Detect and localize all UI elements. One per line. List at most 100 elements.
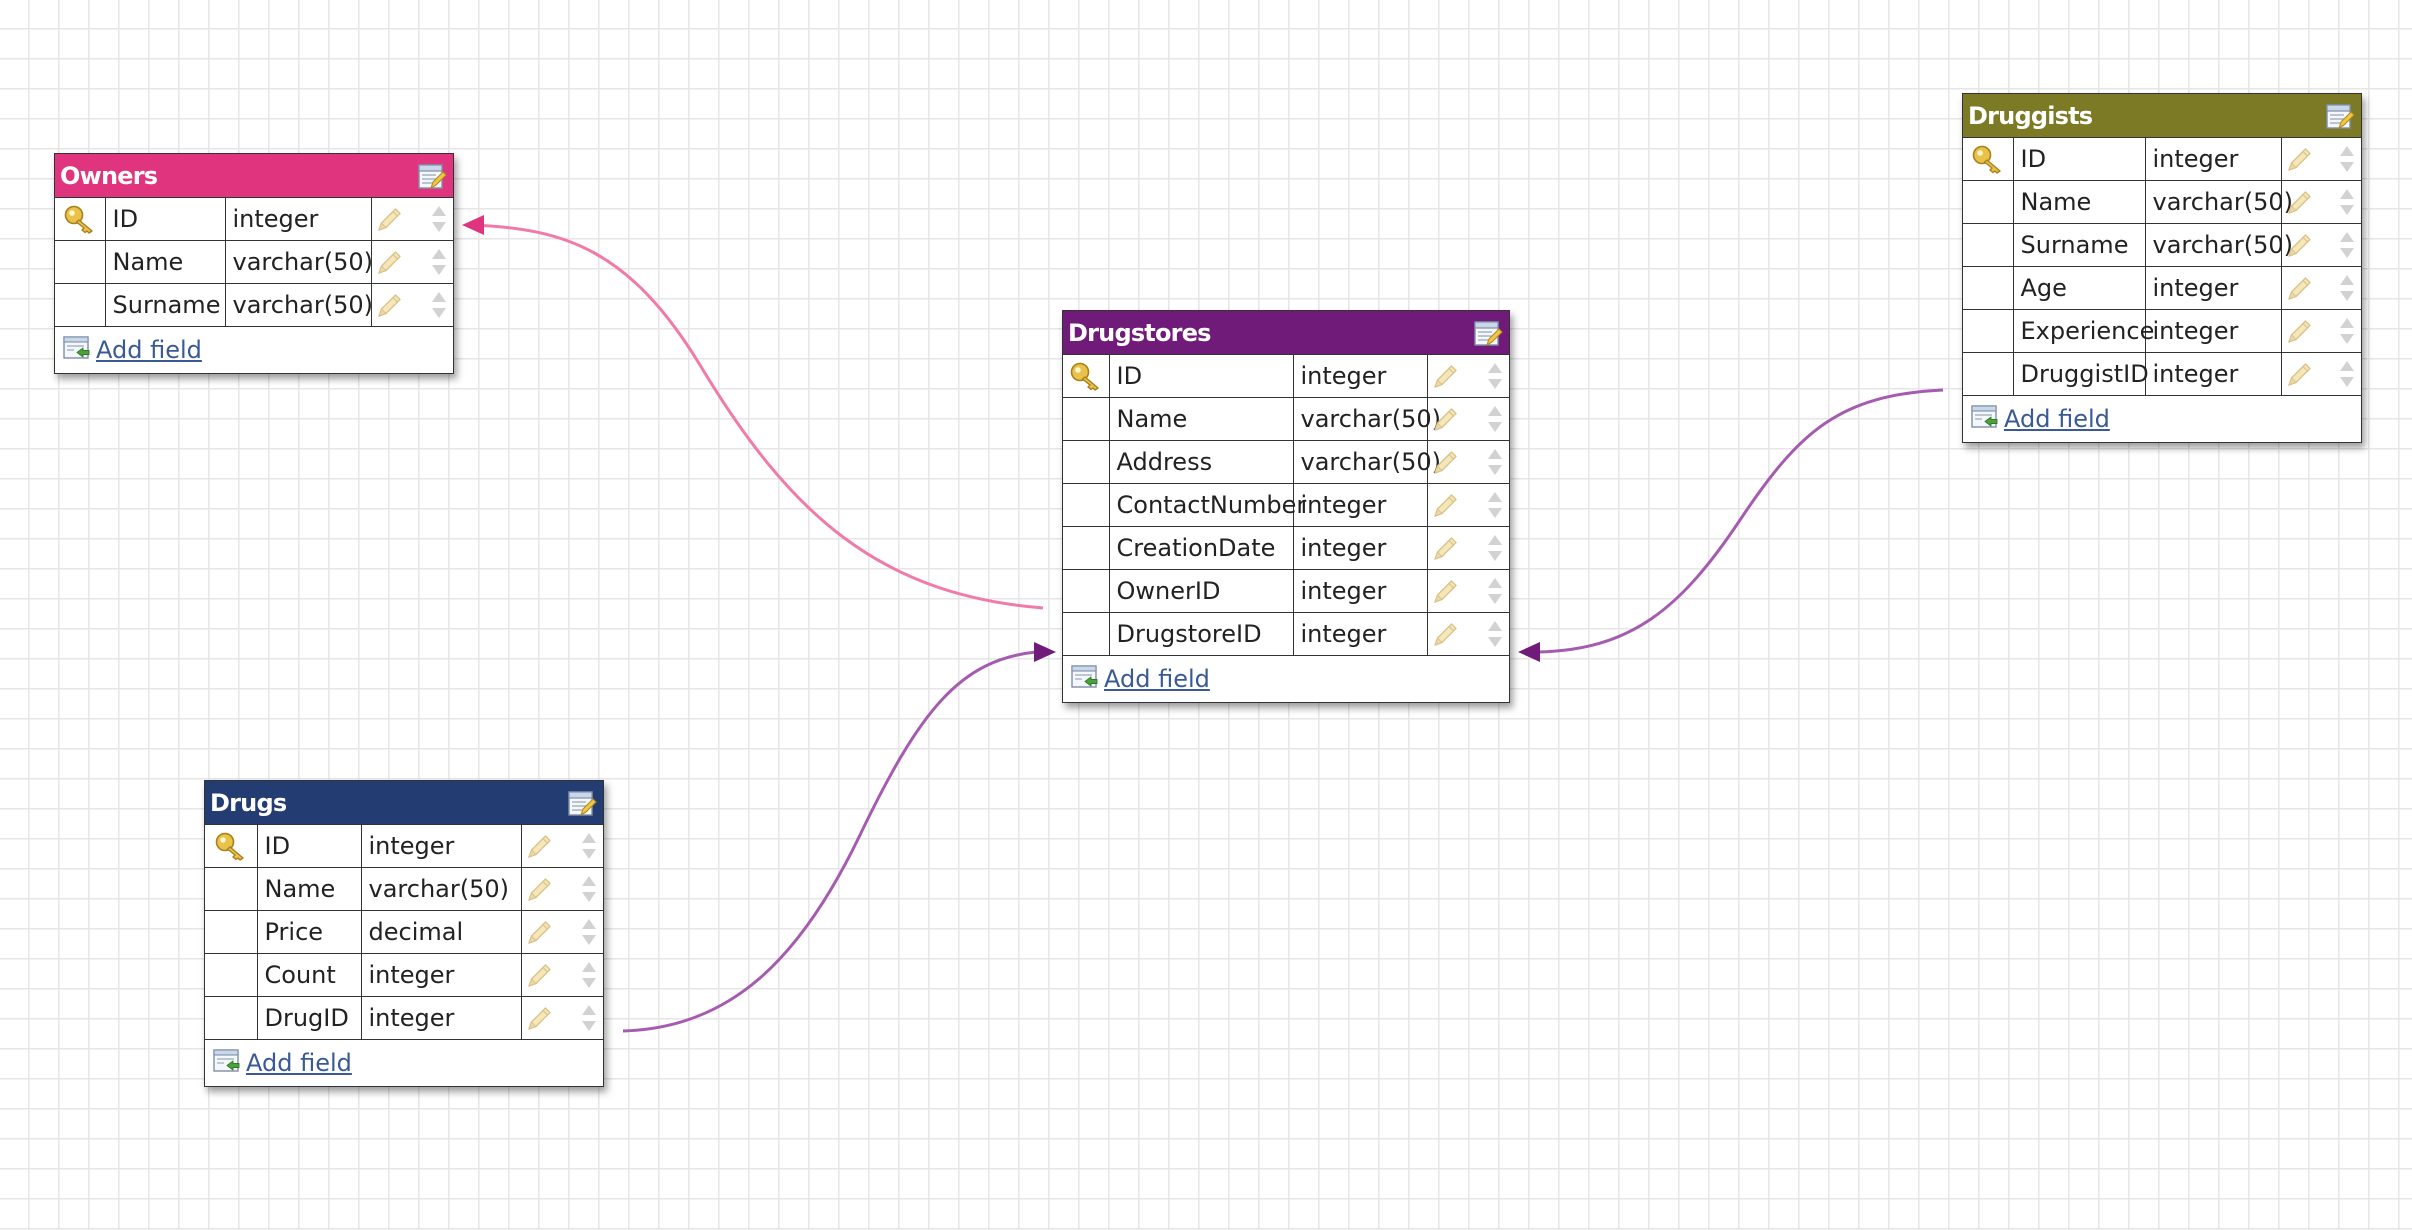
add-field-icon[interactable]: [1970, 404, 2000, 434]
reorder-arrows-icon[interactable]: [1485, 533, 1505, 563]
table-header[interactable]: Druggists: [1963, 94, 2361, 138]
add-field-link[interactable]: Add field: [1104, 665, 1210, 693]
reorder-arrows-icon[interactable]: [1485, 490, 1505, 520]
pencil-icon[interactable]: [2286, 274, 2314, 302]
reorder-arrows-icon[interactable]: [2337, 316, 2357, 346]
add-field-icon[interactable]: [62, 335, 92, 365]
reorder-arrows-icon[interactable]: [579, 874, 599, 904]
reorder-arrows-icon[interactable]: [579, 831, 599, 861]
edit-table-icon[interactable]: [1473, 318, 1503, 348]
field-type: integer: [1292, 355, 1428, 398]
reorder-arrows-icon[interactable]: [1485, 361, 1505, 391]
pencil-icon[interactable]: [1432, 491, 1460, 519]
add-field-icon[interactable]: [1070, 664, 1100, 694]
pencil-icon[interactable]: [526, 832, 554, 860]
reorder-arrows-icon[interactable]: [1485, 576, 1505, 606]
add-field-icon[interactable]: [212, 1048, 242, 1078]
pencil-icon[interactable]: [1432, 448, 1460, 476]
pencil-icon[interactable]: [526, 918, 554, 946]
pencil-icon[interactable]: [2286, 360, 2314, 388]
reorder-arrows-icon[interactable]: [2337, 273, 2357, 303]
arrowhead-drugstores-right: [1518, 642, 1540, 662]
field-type: integer: [2144, 352, 2282, 396]
edit-table-icon[interactable]: [2325, 101, 2355, 131]
reorder-arrows-icon[interactable]: [2337, 144, 2357, 174]
field-type: integer: [1292, 612, 1428, 656]
edit-table-icon[interactable]: [417, 161, 447, 191]
add-field-link[interactable]: Add field: [2004, 405, 2110, 433]
pencil-icon[interactable]: [1432, 577, 1460, 605]
primary-key-cell: [1063, 355, 1110, 398]
pencil-icon[interactable]: [376, 205, 404, 233]
pencil-icon[interactable]: [1432, 405, 1460, 433]
field-actions: [2280, 352, 2361, 396]
pencil-icon[interactable]: [2286, 145, 2314, 173]
reorder-arrows-icon[interactable]: [1485, 447, 1505, 477]
reorder-arrows-icon[interactable]: [2337, 187, 2357, 217]
pencil-icon[interactable]: [526, 875, 554, 903]
field-name: Surname: [2012, 223, 2146, 267]
edit-table-icon[interactable]: [567, 788, 597, 818]
reorder-arrows-icon[interactable]: [429, 204, 449, 234]
table-header[interactable]: Owners: [55, 154, 453, 198]
pencil-icon[interactable]: [376, 291, 404, 319]
pencil-icon[interactable]: [2286, 188, 2314, 216]
key-cell: [205, 910, 258, 954]
add-field-link[interactable]: Add field: [246, 1049, 352, 1077]
table-header[interactable]: Drugstores: [1063, 311, 1509, 355]
reorder-arrows-icon[interactable]: [579, 960, 599, 990]
table-header[interactable]: Drugs: [205, 781, 603, 825]
reorder-arrows-icon[interactable]: [1485, 404, 1505, 434]
reorder-arrows-icon[interactable]: [579, 917, 599, 947]
pencil-icon[interactable]: [2286, 231, 2314, 259]
reorder-arrows-icon[interactable]: [2337, 359, 2357, 389]
reorder-arrows-icon[interactable]: [2337, 230, 2357, 260]
key-cell: [205, 867, 258, 911]
add-field-row: Add field: [55, 327, 453, 373]
reorder-arrows-icon[interactable]: [429, 290, 449, 320]
reorder-arrows-icon[interactable]: [429, 247, 449, 277]
field-type: integer: [2144, 309, 2282, 353]
pencil-icon[interactable]: [526, 961, 554, 989]
pencil-icon[interactable]: [1432, 620, 1460, 648]
pencil-icon[interactable]: [2286, 317, 2314, 345]
field-actions: [520, 825, 603, 868]
add-field-link[interactable]: Add field: [96, 336, 202, 364]
field-name: Name: [104, 240, 226, 284]
reorder-arrows-icon[interactable]: [1485, 619, 1505, 649]
pencil-icon[interactable]: [526, 1004, 554, 1032]
key-cell: [1963, 266, 2014, 310]
reorder-arrows-icon[interactable]: [579, 1003, 599, 1033]
pencil-icon[interactable]: [1432, 534, 1460, 562]
pencil-icon[interactable]: [1432, 362, 1460, 390]
key-cell: [1063, 440, 1110, 484]
field-type: integer: [1292, 483, 1428, 527]
pencil-icon[interactable]: [376, 248, 404, 276]
